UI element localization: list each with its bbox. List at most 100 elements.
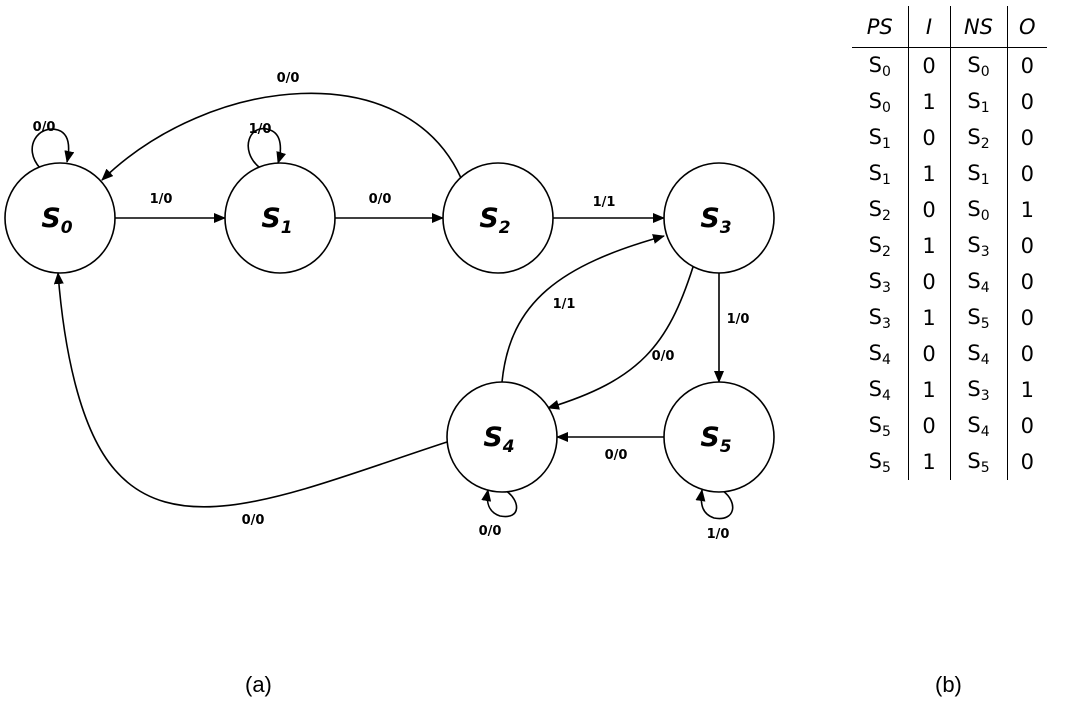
cell-i: 0	[907, 120, 950, 156]
cell-ps: S5	[868, 448, 891, 476]
state-s0: S0	[4, 162, 116, 274]
cell-ns: S1	[949, 84, 1007, 120]
state-s5: S5	[663, 381, 775, 493]
transition-s4-to-s4	[481, 489, 518, 518]
cell-o: 0	[1006, 264, 1047, 300]
cell-o: 0	[1006, 408, 1047, 444]
state-circle-s4	[446, 381, 558, 493]
transition-s2-to-s0	[101, 92, 462, 181]
cell-i: 0	[907, 408, 950, 444]
header-i: I	[907, 6, 950, 48]
transition-label-s3-s4: 0/0	[652, 349, 675, 364]
cell-ps: S1	[868, 124, 891, 152]
cell-o: 0	[1006, 84, 1047, 120]
transition-label-s4-s0: 0/0	[242, 513, 265, 528]
state-circle-s1	[224, 162, 336, 274]
cell-i: 0	[907, 192, 950, 228]
cell-i: 1	[907, 84, 950, 120]
state-s1: S1	[224, 162, 336, 274]
cell-ns: S2	[949, 120, 1007, 156]
cell-ps: S3	[868, 304, 891, 332]
cell-o: 0	[1006, 120, 1047, 156]
cell-ps: S4	[868, 376, 891, 404]
transition-label-s2-s0: 0/0	[277, 71, 300, 86]
state-circle-s5	[663, 381, 775, 493]
cell-i: 1	[907, 300, 950, 336]
transition-label-s5-s5: 1/0	[707, 527, 730, 542]
transition-labels-layer: 0/01/01/00/00/01/11/00/01/10/00/00/01/0	[33, 71, 750, 542]
state-label-s0: S0	[41, 203, 72, 238]
transition-label-s4-s3: 1/1	[553, 297, 576, 312]
cell-ps: S2	[868, 232, 891, 260]
cell-o: 0	[1006, 444, 1047, 480]
cell-ps: S0	[868, 88, 891, 116]
transition-label-s0-s0: 0/0	[33, 120, 56, 135]
transition-s5-to-s5	[695, 489, 734, 520]
table-header-row: PS I NS O	[852, 6, 1047, 48]
cell-ps: S4	[868, 340, 891, 368]
cell-i: 0	[907, 264, 950, 300]
state-circle-s2	[442, 162, 554, 274]
cell-o: 1	[1006, 192, 1047, 228]
cell-ps: S2	[868, 196, 891, 224]
transition-label-s5-s4: 0/0	[605, 448, 628, 463]
cell-ns: S1	[949, 156, 1007, 192]
cell-ps: S3	[868, 268, 891, 296]
cell-ps: S1	[868, 160, 891, 188]
cell-o: 0	[1006, 156, 1047, 192]
header-ns: NS	[949, 6, 1007, 48]
cell-ns: S3	[949, 372, 1007, 408]
state-s3: S3	[663, 162, 775, 274]
cell-ps: S5	[868, 412, 891, 440]
transition-s1-to-s1	[247, 127, 287, 169]
cell-ns: S5	[949, 444, 1007, 480]
caption-a: (a)	[245, 672, 272, 697]
cell-ns: S5	[949, 300, 1007, 336]
header-o: O	[1006, 6, 1047, 48]
cell-i: 0	[907, 336, 950, 372]
transitions-layer	[31, 92, 734, 520]
caption-b: (b)	[935, 672, 962, 697]
cell-o: 0	[1006, 47, 1047, 84]
cell-i: 1	[907, 228, 950, 264]
cell-o: 0	[1006, 336, 1047, 372]
state-s4: S4	[446, 381, 558, 493]
cell-ns: S4	[949, 408, 1007, 444]
transition-label-s1-s2: 0/0	[369, 192, 392, 207]
cell-ns: S0	[949, 47, 1007, 84]
transition-s4-to-s3	[501, 234, 665, 383]
cell-i: 0	[907, 47, 950, 84]
cell-ns: S4	[949, 336, 1007, 372]
state-circle-s3	[663, 162, 775, 274]
cell-i: 1	[907, 372, 950, 408]
transition-label-s1-s1: 1/0	[249, 122, 272, 137]
transition-label-s4-s4: 0/0	[479, 524, 502, 539]
cell-o: 1	[1006, 372, 1047, 408]
cell-ns: S0	[949, 192, 1007, 228]
transition-label-s3-s5: 1/0	[727, 312, 750, 327]
header-ps: PS	[852, 6, 908, 48]
state-circle-s0	[4, 162, 116, 274]
transition-s0-to-s0	[31, 128, 75, 169]
cell-i: 1	[907, 444, 950, 480]
cell-ps: S0	[868, 52, 891, 80]
cell-ns: S3	[949, 228, 1007, 264]
cell-o: 0	[1006, 228, 1047, 264]
transition-s4-to-s0	[53, 272, 448, 508]
transition-label-s2-s3: 1/1	[593, 195, 616, 210]
